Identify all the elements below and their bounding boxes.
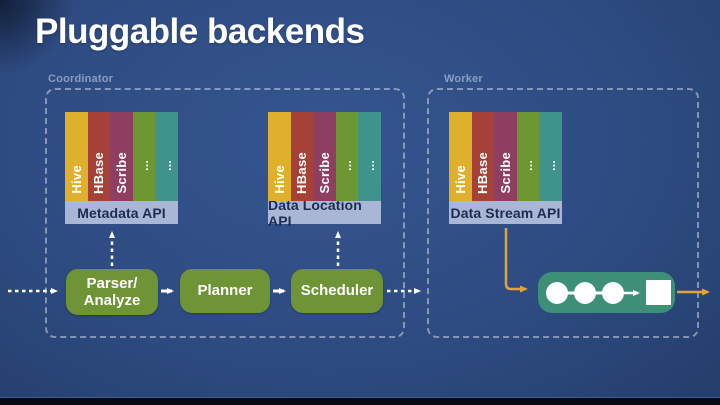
backend-bar-label: Hive [271,165,287,194]
data-location-api-stack: Hive HBase Scribe ... ... Data Location … [268,112,381,229]
backend-bar-hbase: HBase [471,112,495,201]
backend-bar-label: Hive [452,165,468,194]
backend-bars: Hive HBase Scribe ... ... [65,112,178,201]
metadata-api-label: Metadata API [65,201,178,224]
backend-bar-more: ... [155,112,178,201]
backend-bar-more: ... [335,112,359,201]
parser-analyze-box: Parser/ Analyze [66,269,158,315]
backend-bar-hbase: HBase [87,112,111,201]
backend-bar-scribe: Scribe [494,112,517,201]
scheduler-box: Scheduler [291,269,383,313]
backend-bar-more: ... [539,112,562,201]
backend-bar-label: HBase [294,152,310,194]
backend-bar-more: ... [132,112,156,201]
data-stream-api-stack: Hive HBase Scribe ... ... Data Stream AP… [449,112,562,224]
backend-bars: Hive HBase Scribe ... ... [268,112,381,201]
backend-bar-label: ... [543,160,558,171]
pipeline-box [538,272,675,313]
backend-bar-hive: Hive [449,112,472,201]
worker-region-box [427,88,699,338]
backend-bar-label: Scribe [497,152,513,194]
backend-bar-label: ... [521,160,536,171]
backend-bar-label: Scribe [113,152,129,194]
backend-bar-label: Hive [68,165,84,194]
bottom-letterbox-bar [0,397,720,405]
backend-bar-label: HBase [475,152,491,194]
data-stream-api-label: Data Stream API [449,201,562,224]
backend-bar-more: ... [358,112,381,201]
backend-bar-label: ... [340,160,355,171]
backend-bar-label: ... [159,160,174,171]
backend-bar-label: Scribe [316,152,332,194]
data-location-api-label: Data Location API [268,197,381,229]
worker-region-label: Worker [444,73,483,85]
planner-box: Planner [180,269,270,313]
backend-bar-hbase: HBase [290,112,314,201]
backend-bar-hive: Hive [268,112,291,201]
backend-bar-hive: Hive [65,112,88,201]
coordinator-region-box [45,88,405,338]
backend-bar-label: HBase [91,152,107,194]
backend-bar-more: ... [516,112,540,201]
backend-bar-label: ... [362,160,377,171]
backend-bar-scribe: Scribe [110,112,133,201]
page-title: Pluggable backends [35,12,365,51]
backend-bar-scribe: Scribe [313,112,336,201]
coordinator-region-label: Coordinator [48,73,114,85]
metadata-api-stack: Hive HBase Scribe ... ... Metadata API [65,112,178,224]
backend-bar-label: ... [137,160,152,171]
backend-bars: Hive HBase Scribe ... ... [449,112,562,201]
